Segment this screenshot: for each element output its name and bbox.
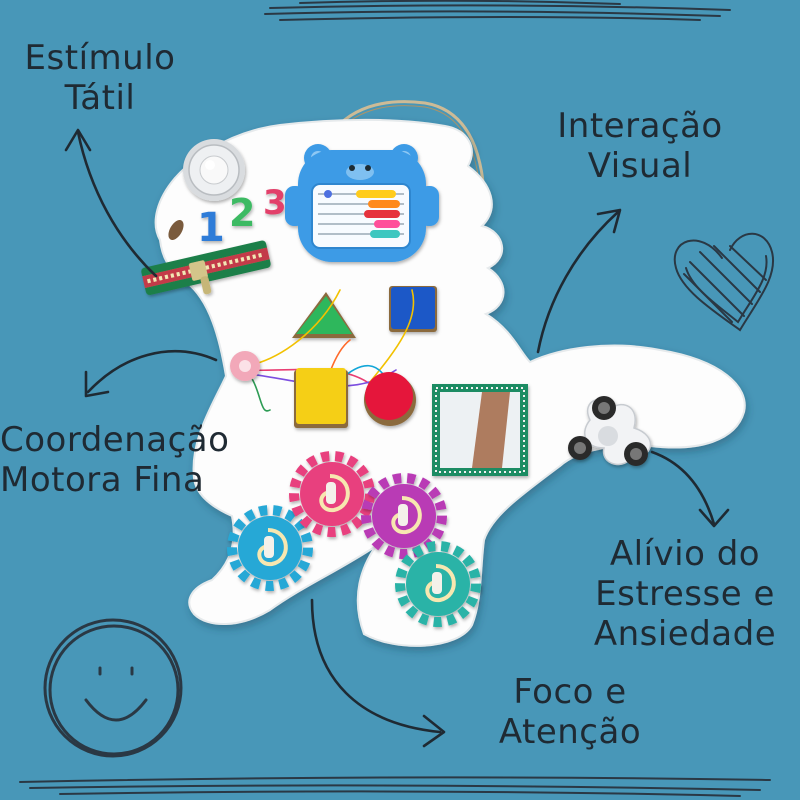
lacing-button[interactable] <box>230 351 260 381</box>
label-visual-interaction: Interação Visual <box>530 106 750 186</box>
label-stress-line-3: Ansiedade <box>593 614 777 654</box>
gear-set[interactable] <box>227 451 481 627</box>
arrow-to-stress <box>650 450 730 528</box>
label-visual-line-2: Visual <box>587 146 693 186</box>
label-visual-line-1: Interação <box>557 106 723 146</box>
shape-puzzle-rectangle[interactable] <box>294 368 348 428</box>
number-three[interactable]: 3 <box>263 183 287 223</box>
top-scribble-decoration <box>264 0 731 21</box>
arrow-to-focus <box>310 598 446 748</box>
shape-puzzle-circle[interactable] <box>364 372 416 426</box>
fidget-spinner[interactable] <box>568 396 652 466</box>
arrow-to-motor <box>84 349 218 398</box>
label-tactile-line-2: Tátil <box>64 78 136 118</box>
abacus-bear[interactable] <box>285 144 439 262</box>
tap-light-button[interactable] <box>183 139 245 201</box>
label-stress-line-2: Estresse e <box>595 574 775 614</box>
bottom-scribble-decoration <box>19 776 771 797</box>
gear-purple[interactable] <box>361 473 447 559</box>
label-stress-line-1: Alívio do <box>609 534 761 574</box>
zipper-strip[interactable] <box>140 240 274 308</box>
label-fine-motor: Coordenação Motora Fina <box>0 420 240 500</box>
label-motor-line-2: Motora Fina <box>0 460 205 500</box>
gear-teal[interactable] <box>395 541 481 627</box>
label-stress-relief: Alívio do Estresse e Ansiedade <box>585 534 785 654</box>
label-tactile-stimulus: Estímulo Tátil <box>10 38 190 118</box>
number-two[interactable]: 2 <box>229 191 255 235</box>
label-focus-line-2: Atenção <box>498 712 642 752</box>
label-focus-line-1: Foco e <box>513 672 627 712</box>
heart-doodle-icon <box>673 232 775 332</box>
label-tactile-line-1: Estímulo <box>24 38 176 78</box>
wooden-numbers[interactable]: 1 2 3 <box>197 183 287 251</box>
mirror-panel <box>432 384 528 476</box>
dino-eye-icon <box>168 220 184 240</box>
arrow-to-visual <box>536 208 622 354</box>
dinosaur-board <box>154 118 746 647</box>
abacus-beads[interactable] <box>324 190 400 238</box>
smiley-doodle-icon <box>43 618 183 758</box>
number-one[interactable]: 1 <box>197 205 225 251</box>
label-motor-line-1: Coordenação <box>0 420 230 460</box>
gear-cyan[interactable] <box>227 505 313 591</box>
label-focus-attention: Foco e Atenção <box>480 672 660 752</box>
arrow-to-tactile <box>64 128 158 278</box>
